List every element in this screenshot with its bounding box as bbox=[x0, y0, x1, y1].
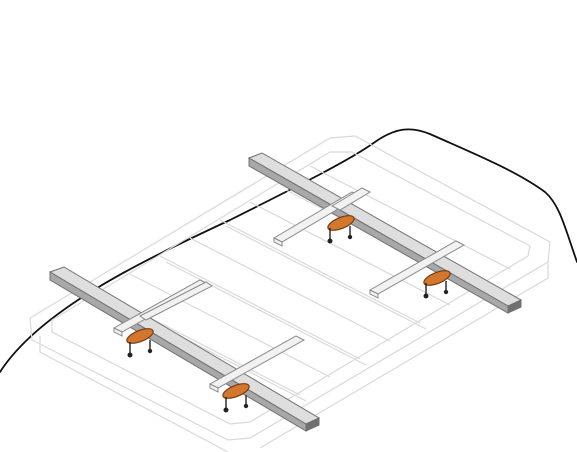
tray-slat bbox=[129, 273, 331, 378]
mounting-bracket-icon bbox=[208, 335, 306, 393]
rubber-pad-icon bbox=[423, 270, 451, 286]
rubber-pad-icon bbox=[327, 215, 355, 231]
tray-slat bbox=[189, 237, 391, 342]
tray-side-lip bbox=[259, 262, 549, 449]
bracket-rail-side bbox=[369, 289, 379, 299]
bracket-rail bbox=[330, 187, 372, 211]
mounting-bracket-icon bbox=[272, 187, 372, 247]
crossbar-end-cap bbox=[305, 417, 320, 432]
rubber-pad-icon bbox=[126, 328, 154, 344]
vehicle-roof-outline bbox=[0, 128, 577, 373]
bolt-icon bbox=[327, 226, 353, 244]
tray-front-lip bbox=[39, 336, 229, 452]
mounting-bracket-icon bbox=[112, 279, 213, 337]
tray-slat bbox=[159, 255, 361, 360]
rubber-pad-icon bbox=[222, 383, 250, 399]
bolt-icon bbox=[423, 281, 449, 299]
bracket-rail bbox=[139, 281, 213, 321]
tray-inner-frame bbox=[51, 151, 531, 425]
tray-slat-edge bbox=[165, 261, 367, 366]
tray-slat bbox=[219, 219, 421, 324]
mounting-bracket-icon bbox=[368, 240, 466, 299]
bolt-icon bbox=[127, 340, 153, 358]
tray-slat bbox=[249, 201, 451, 306]
bracket-rail-side bbox=[113, 327, 123, 337]
tray-slat bbox=[309, 165, 511, 270]
bracket-rail-side bbox=[273, 237, 283, 247]
crossbar-end-cap bbox=[507, 299, 522, 314]
bracket-rail-side bbox=[209, 383, 219, 393]
tray-slat-edge bbox=[225, 225, 427, 330]
bolt-icon bbox=[223, 395, 249, 413]
